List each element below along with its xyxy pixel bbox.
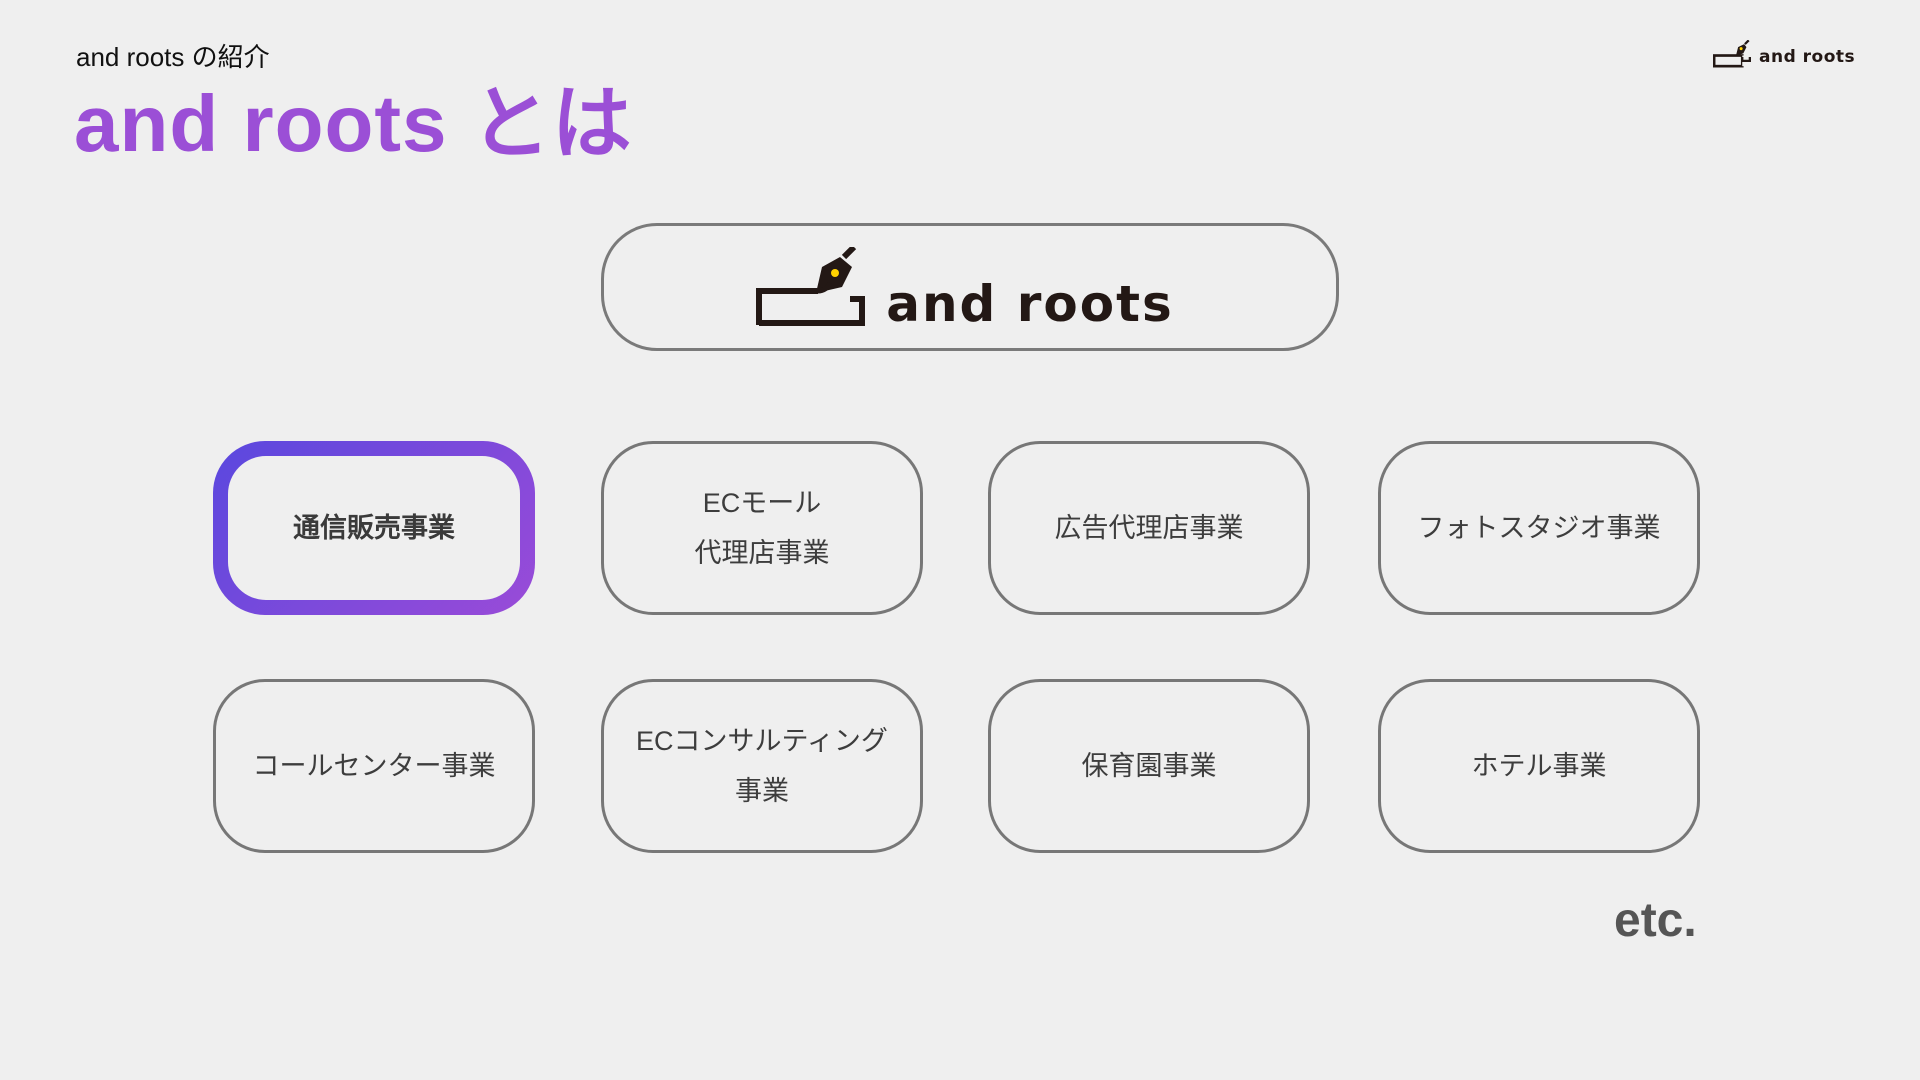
business-label: コールセンター事業 xyxy=(252,751,496,781)
business-card-photo-studio: フォトスタジオ事業 xyxy=(1378,441,1700,615)
business-card-ad-agency: 広告代理店事業 xyxy=(988,441,1310,615)
company-logo-box: and roots xyxy=(601,223,1339,351)
business-label: ホテル事業 xyxy=(1471,751,1607,781)
company-logo: and roots xyxy=(756,247,1174,333)
business-card-hotel: ホテル事業 xyxy=(1378,679,1700,853)
corner-logo-text: and roots xyxy=(1759,47,1856,67)
business-card-ec-consulting: ECコンサルティング 事業 xyxy=(601,679,923,853)
business-card-nursery: 保育園事業 xyxy=(988,679,1310,853)
business-label: ECモール 代理店事業 xyxy=(694,488,830,568)
business-label: 保育園事業 xyxy=(1081,751,1217,781)
corner-logo: and roots xyxy=(1713,40,1855,68)
slide-subtitle: and roots の紹介 xyxy=(76,42,270,72)
business-label: 通信販売事業 xyxy=(293,513,455,543)
business-card-call-center: コールセンター事業 xyxy=(213,679,535,853)
business-label: ECコンサルティング 事業 xyxy=(636,726,888,806)
etc-label: etc. xyxy=(1614,894,1697,947)
business-card-inner: 通信販売事業 xyxy=(228,456,520,600)
business-label: 広告代理店事業 xyxy=(1054,513,1244,543)
business-card-ec-mall-agency: ECモール 代理店事業 xyxy=(601,441,923,615)
desk-with-pen-nib-icon xyxy=(1713,40,1751,68)
slide-title: and roots とは xyxy=(74,79,633,168)
business-card-mail-order: 通信販売事業 xyxy=(213,441,535,615)
desk-with-pen-nib-icon xyxy=(756,247,866,326)
business-label: フォトスタジオ事業 xyxy=(1417,513,1661,543)
company-logo-text: and roots xyxy=(886,275,1174,333)
